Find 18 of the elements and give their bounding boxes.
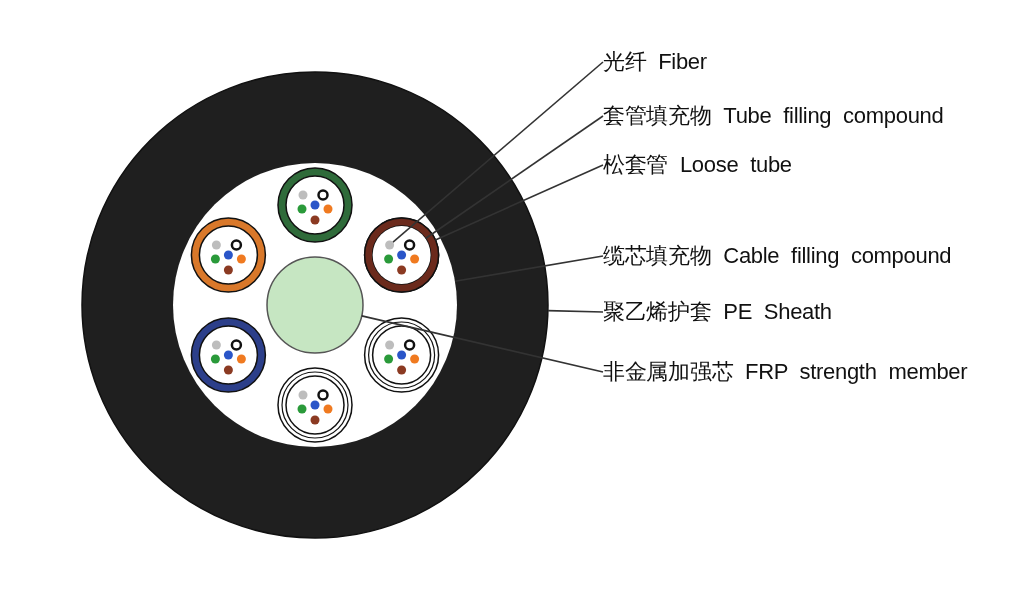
leader-line: [424, 115, 604, 240]
callout-label: 光纤 Fiber: [603, 49, 707, 75]
leader-line: [547, 309, 604, 313]
leader-line: [434, 164, 604, 241]
fiber-dot: [385, 240, 395, 250]
callout-label: 聚乙烯护套 PE Sheath: [603, 299, 832, 325]
pe-sheath-ring: [81, 71, 549, 539]
callout-label: 非金属加强芯 FRP strength member: [603, 359, 968, 385]
strength-member-core: [266, 256, 364, 354]
callout-label: 松套管 Loose tube: [603, 152, 792, 178]
callout-label: 缆芯填充物 Cable filling compound: [603, 243, 952, 269]
leader-line: [360, 315, 604, 373]
tube-filling-area: [372, 226, 431, 284]
loose-tube: [363, 217, 440, 293]
cable-filling-area: [173, 163, 457, 447]
leader-line: [454, 255, 604, 282]
leader-line: [392, 61, 604, 243]
callout-label: 套管填充物 Tube filling compound: [603, 103, 944, 129]
